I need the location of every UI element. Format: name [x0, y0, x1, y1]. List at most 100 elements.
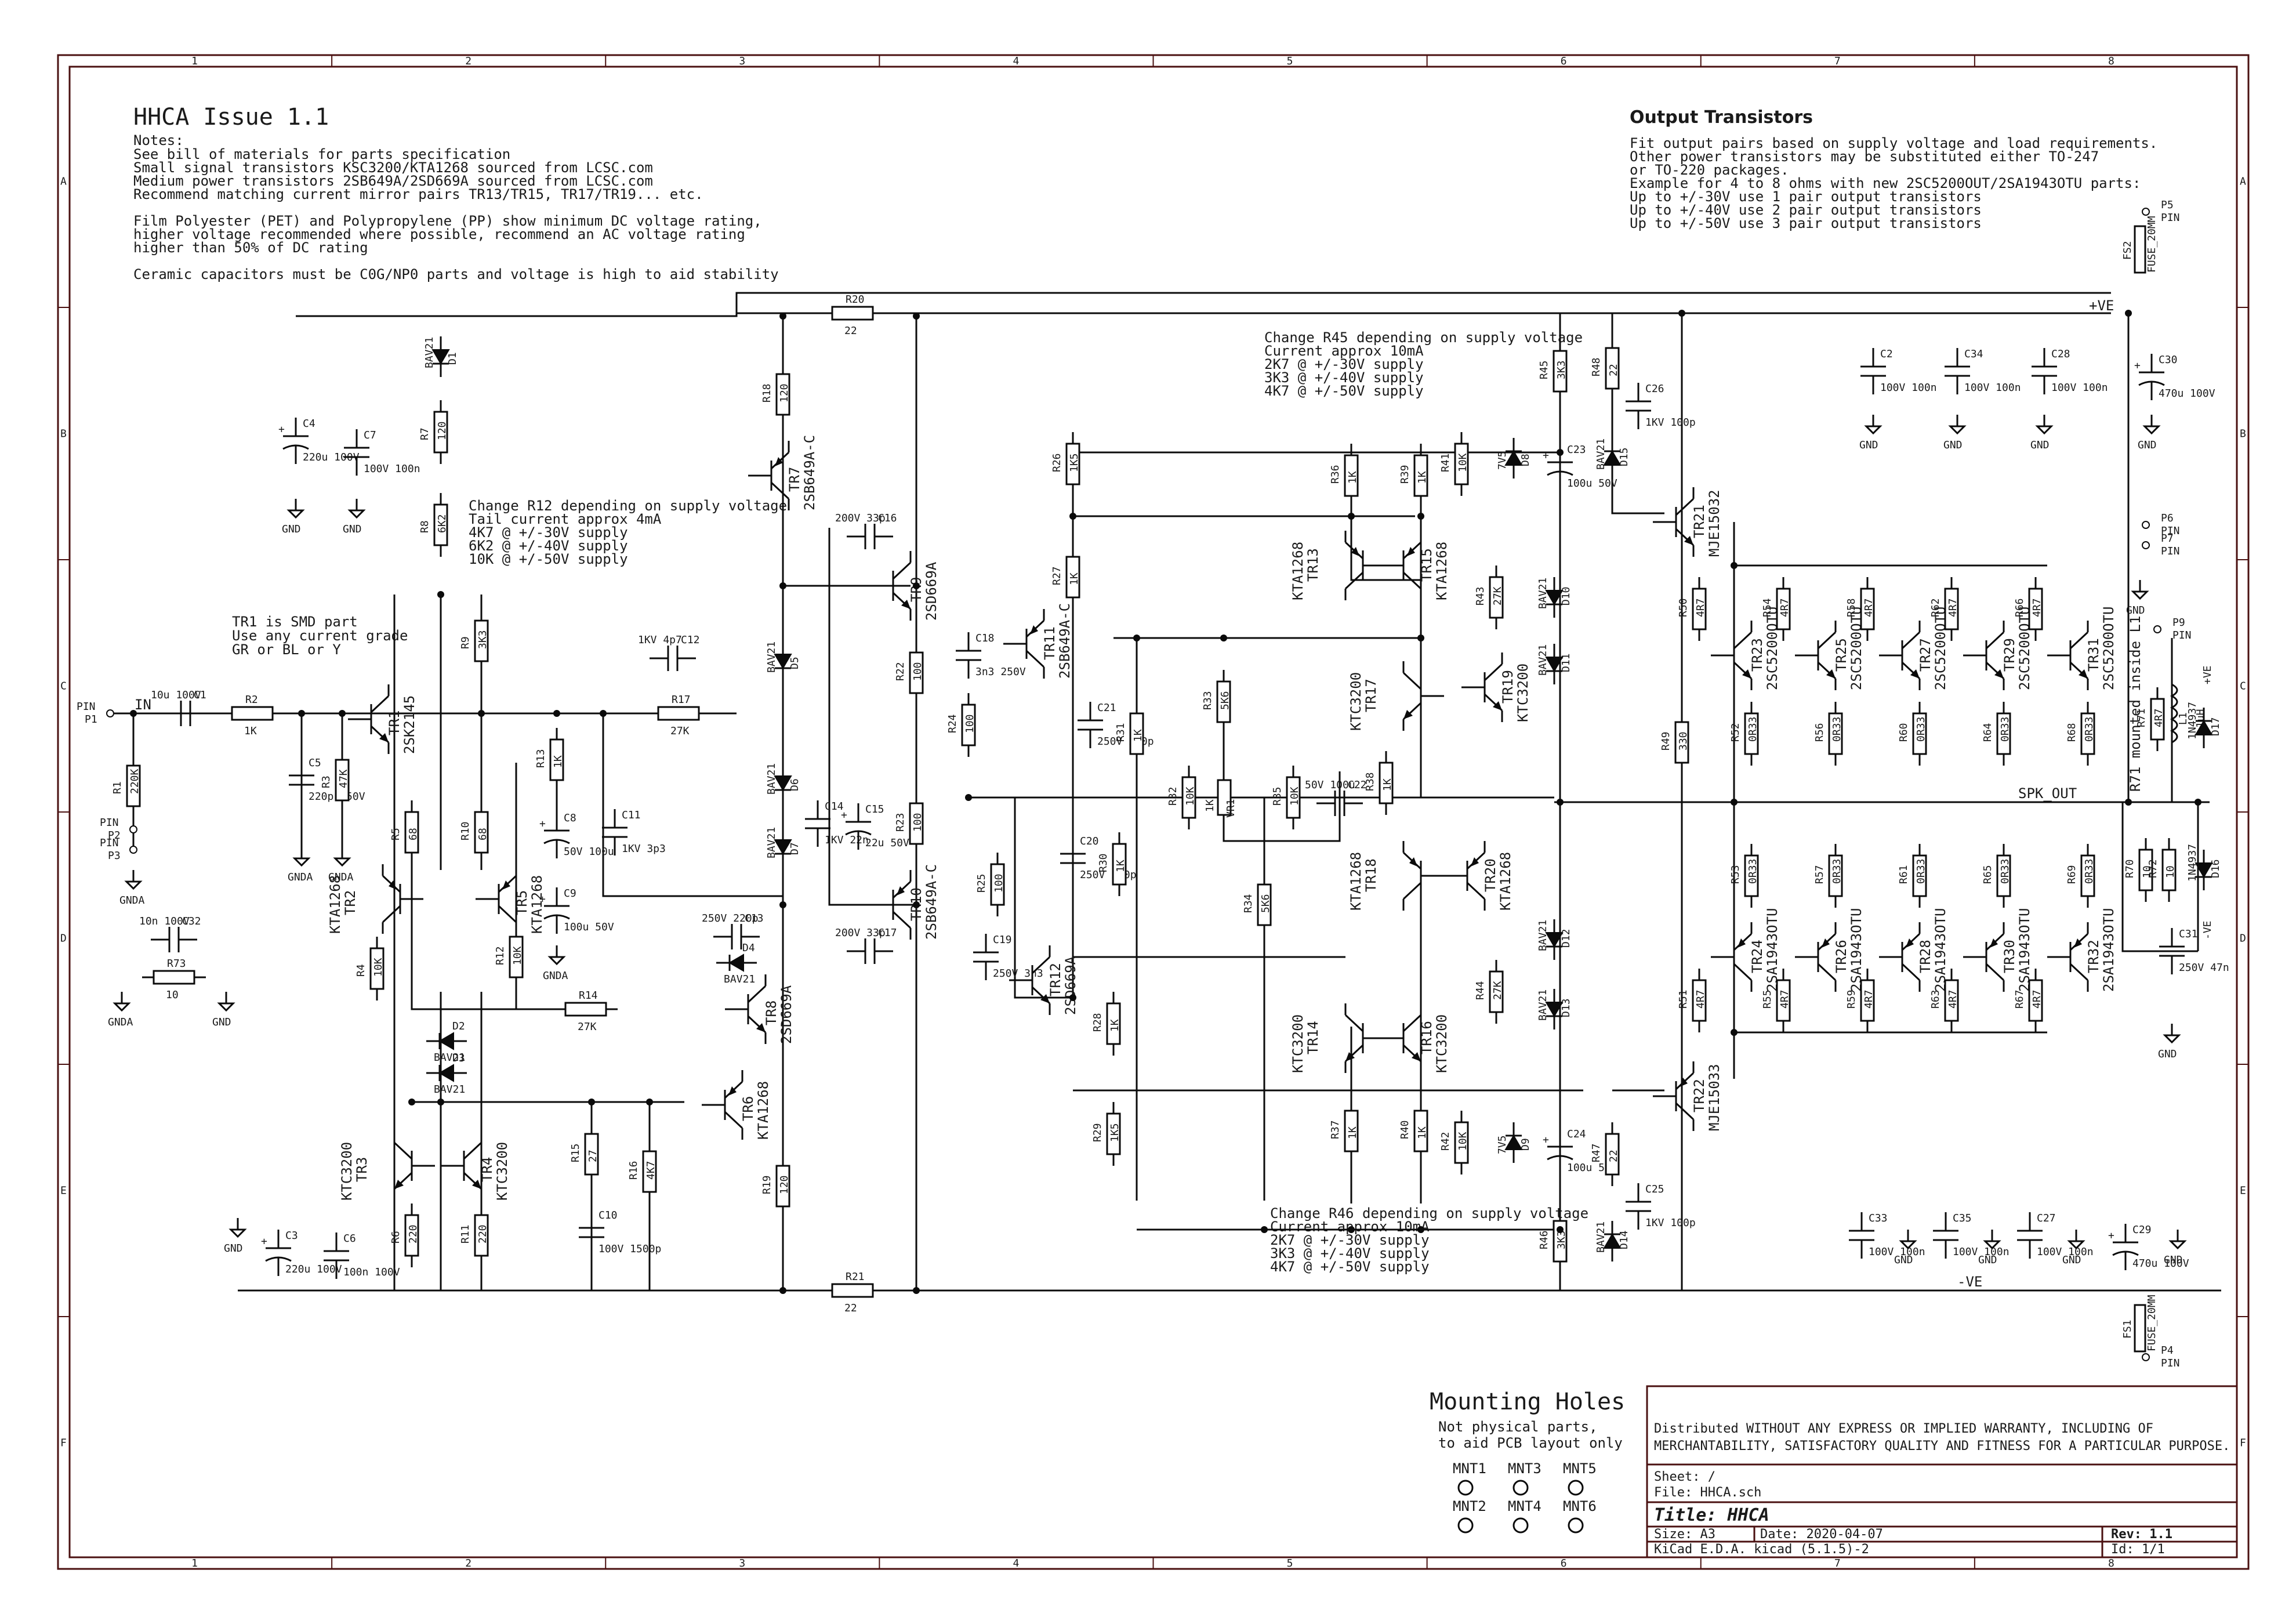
r46-note-line: 3K3 @ +/-40V supply	[1270, 1245, 1430, 1262]
gnd-symbol: GND	[2062, 1230, 2085, 1266]
gnda-symbol: GNDA	[119, 870, 145, 907]
pin-ref: P9	[2172, 617, 2185, 629]
diode-value: BAV21	[766, 827, 778, 858]
resistor-ref: R23	[894, 813, 906, 832]
junction	[1731, 562, 1738, 569]
note-line: higher voltage recommended where possibl…	[133, 226, 745, 242]
resistor-ref: R55	[1761, 989, 1773, 1009]
pin-label: PIN	[100, 817, 119, 829]
diode-value: 7V5	[1496, 451, 1508, 470]
resistor-value: 3K3	[1555, 1230, 1568, 1249]
ground-label: GNDA	[108, 1016, 133, 1028]
resistor-value: 10	[2164, 865, 2177, 878]
column-label-top: 3	[739, 55, 745, 67]
net-neg: -VE	[1957, 1274, 1982, 1290]
resistor-ref: R28	[1091, 1013, 1104, 1032]
fuse-value: FUSE_20MM	[2146, 1295, 2158, 1351]
transistor-value: 2SC5200OTU	[2101, 607, 2117, 691]
resistor-ref: R66	[2014, 598, 2026, 617]
transistor-value: KTC3200	[1434, 1014, 1450, 1073]
tr1-note-line: Use any current grade	[232, 628, 408, 644]
resistor-ref: R27	[1051, 566, 1063, 585]
capacitor-ref: C34	[1964, 348, 1983, 360]
diode-value: BAV21	[1595, 438, 1607, 470]
resistor-value: 1K5	[1109, 1123, 1121, 1142]
fuse-value: FUSE_20MM	[2146, 216, 2158, 273]
resistor-value: 4R7	[1695, 989, 1707, 1009]
capacitor-value: 250V 220p	[702, 912, 759, 925]
diode-value: BAV21	[1537, 644, 1549, 676]
capacitor-value: 100V 100n	[364, 463, 420, 475]
ground-label: GND	[343, 523, 362, 535]
junction	[913, 1287, 920, 1294]
resistor-ref: R65	[1982, 865, 1994, 884]
capacitor-value: 470u 100V	[2132, 1257, 2189, 1270]
r45-note-line: Change R45 depending on supply voltage	[1264, 329, 1583, 346]
transistor-value: 2SA1943OTU	[1764, 908, 1780, 992]
row-label-right: D	[2240, 933, 2246, 945]
title-field: Title: HHCA	[1654, 1505, 1769, 1525]
diode-ref: D9	[1519, 1138, 1532, 1151]
junction	[408, 1099, 415, 1105]
column-label-top: 5	[1287, 55, 1293, 67]
resistor-ref: R46	[1538, 1230, 1550, 1249]
resistor-value: 100	[964, 714, 976, 733]
transistor-value: MJE15032	[1706, 490, 1722, 557]
output-note-line: Up to +/-30V use 1 pair output transisto…	[1630, 188, 1982, 205]
capacitor-ref: C10	[599, 1209, 618, 1221]
transistor-ref: TR22	[1691, 1079, 1707, 1112]
column-label-top: 2	[465, 55, 471, 67]
capacitor-ref: C3	[285, 1230, 298, 1242]
capacitor-ref: C17	[878, 927, 897, 939]
capacitor-value: 100V 100n	[1953, 1246, 2010, 1258]
resistor-ref: R26	[1051, 453, 1063, 472]
resistor-ref: R70	[2124, 859, 2136, 878]
junction	[1261, 1226, 1268, 1233]
capacitor-ref: C6	[343, 1232, 356, 1245]
resistor-value: 10K	[1289, 786, 1301, 806]
transistor-value: KTA1268	[1497, 852, 1514, 911]
resistor-value: 10	[166, 989, 179, 1001]
transistor-ref: TR18	[1363, 858, 1379, 892]
transistor-value: KTA1268	[327, 875, 343, 934]
gnd-symbol: GND	[1894, 1230, 1917, 1266]
resistor-value: 4K7	[645, 1161, 657, 1180]
ground-label: GND	[2030, 439, 2050, 451]
mounting-hole-icon	[1568, 1517, 1584, 1534]
resistor-ref: R25	[975, 873, 988, 893]
fuse-ref: FS2	[2121, 241, 2134, 260]
output-transistor-note: Output Transistors Fit output pairs base…	[1630, 107, 2157, 231]
transistor-ref: TR27	[1917, 638, 1934, 672]
size-field: Size: A3	[1654, 1527, 1715, 1542]
transistor-ref: TR20	[1482, 858, 1499, 892]
